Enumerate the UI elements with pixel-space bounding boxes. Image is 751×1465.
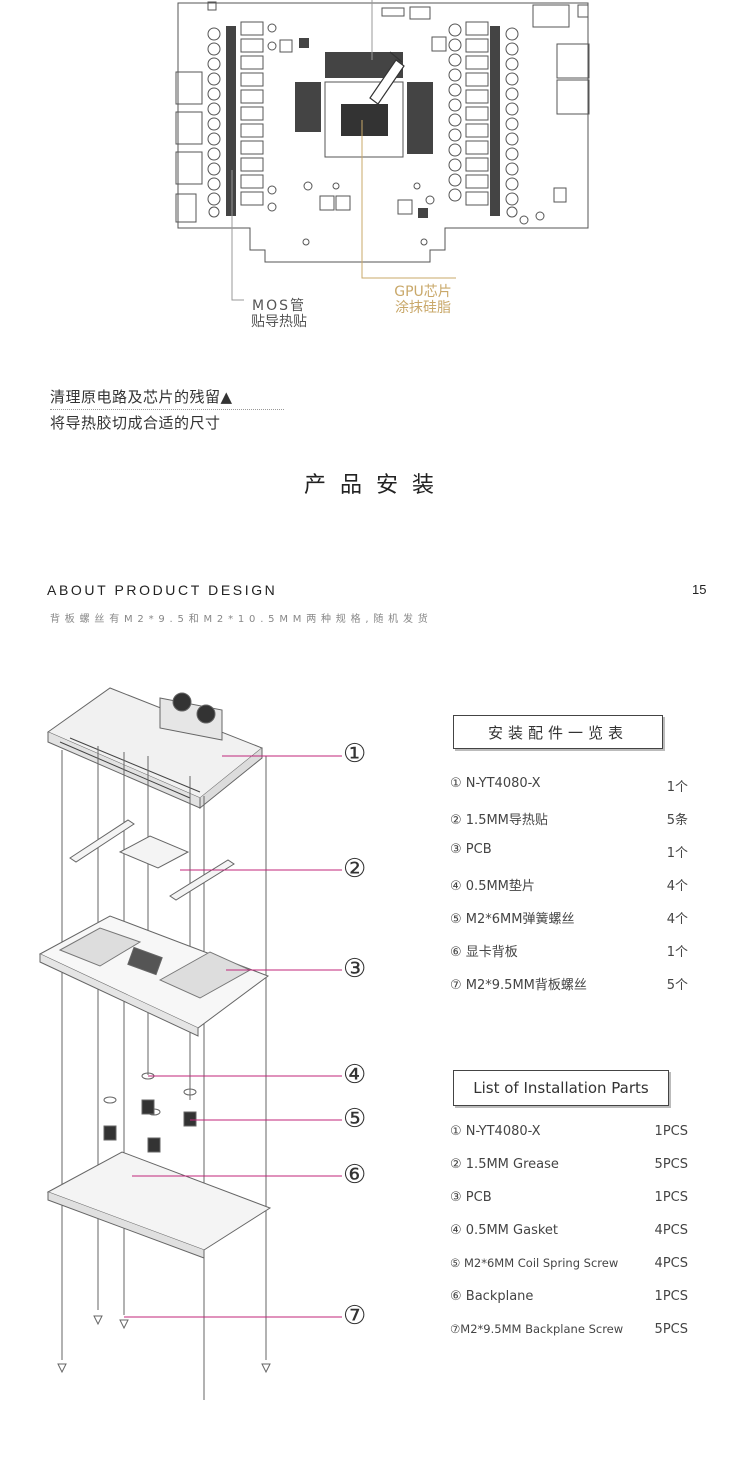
exploded-assembly-diagram	[38, 687, 342, 1400]
part-qty: 1PCS	[654, 1289, 688, 1304]
part-label: ⑦ M2*9.5MM背板螺丝	[450, 978, 587, 993]
callout-3: ③	[343, 954, 367, 984]
parts-cn-row: ⑤ M2*6MM弹簧螺丝 4个	[450, 908, 688, 927]
parts-en-row: ⑦M2*9.5MM Backplane Screw 5PCS	[450, 1322, 688, 1337]
part-label: ⑤ M2*6MM弹簧螺丝	[450, 912, 575, 927]
part-label: ② 1.5MM Grease	[450, 1157, 559, 1172]
parts-cn-row: ④ 0.5MM垫片 4个	[450, 875, 688, 894]
parts-en-row: ⑤ M2*6MM Coil Spring Screw 4PCS	[450, 1256, 688, 1271]
part-qty: 1PCS	[654, 1190, 688, 1205]
part-qty: 5PCS	[654, 1157, 688, 1172]
part-label: ① N-YT4080-X	[450, 776, 541, 791]
part-label: ⑤ M2*6MM Coil Spring Screw	[450, 1256, 619, 1270]
parts-en-title: List of Installation Parts	[453, 1070, 669, 1106]
part-label: ⑥ Backplane	[450, 1289, 534, 1304]
parts-cn-title: 安装配件一览表	[453, 715, 663, 749]
part-label: ③ PCB	[450, 842, 492, 857]
part-qty: 5PCS	[654, 1322, 688, 1337]
callout-5: ⑤	[343, 1104, 367, 1134]
part-qty: 1个	[666, 945, 688, 960]
gpu-label-line2: 涂抹硅脂	[395, 300, 451, 316]
header-subtitle: 背板螺丝有M2*9.5和M2*10.5MM两种规格,随机发货	[50, 614, 433, 625]
parts-cn-row: ② 1.5MM导热贴 5条	[450, 809, 688, 828]
part-label: ④ 0.5MM Gasket	[450, 1223, 558, 1238]
part-label: ② 1.5MM导热贴	[450, 813, 548, 828]
part-qty: 1个	[666, 846, 688, 861]
part-label: ① N-YT4080-X	[450, 1124, 541, 1139]
part-label: ⑦M2*9.5MM Backplane Screw	[450, 1322, 624, 1336]
mos-label: MOS管 贴导热贴	[244, 298, 314, 330]
gpu-label: GPU芯片 涂抹硅脂	[388, 284, 458, 316]
part-qty: 1PCS	[654, 1124, 688, 1139]
section-title: 产品安装	[304, 473, 449, 498]
parts-en-row: ③ PCB 1PCS	[450, 1190, 688, 1205]
part-qty: 5个	[666, 978, 688, 993]
part-label: ⑥ 显卡背板	[450, 945, 518, 960]
parts-en-row: ① N-YT4080-X 1PCS	[450, 1124, 688, 1139]
pcb-layout-diagram	[175, 0, 590, 301]
note-line-1: 清理原电路及芯片的残留▲	[50, 388, 233, 406]
gpu-label-line1: GPU芯片	[394, 284, 452, 300]
parts-cn-title-text: 安装配件一览表	[487, 723, 628, 742]
note-divider	[50, 409, 284, 410]
part-qty: 4PCS	[654, 1223, 688, 1238]
parts-cn-list: ① N-YT4080-X 1个 ② 1.5MM导热贴 5条 ③ PCB 1个 ④…	[450, 776, 688, 1006]
part-qty: 1个	[666, 780, 688, 795]
part-label: ④ 0.5MM垫片	[450, 879, 535, 894]
page-number: 15	[692, 582, 707, 597]
parts-cn-row: ① N-YT4080-X 1个	[450, 776, 688, 795]
callout-1: ①	[343, 739, 367, 769]
part-qty: 4个	[666, 879, 688, 894]
parts-en-row: ⑥ Backplane 1PCS	[450, 1289, 688, 1304]
parts-cn-row: ③ PCB 1个	[450, 842, 688, 861]
parts-cn-row: ⑦ M2*9.5MM背板螺丝 5个	[450, 974, 688, 993]
part-label: ③ PCB	[450, 1190, 492, 1205]
parts-en-row: ④ 0.5MM Gasket 4PCS	[450, 1223, 688, 1238]
mos-label-line2: 贴导热贴	[251, 314, 307, 330]
part-qty: 5条	[666, 813, 688, 828]
parts-en-list: ① N-YT4080-X 1PCS ② 1.5MM Grease 5PCS ③ …	[450, 1124, 688, 1354]
callout-7: ⑦	[343, 1301, 367, 1331]
parts-en-title-text: List of Installation Parts	[473, 1079, 649, 1097]
parts-en-row: ② 1.5MM Grease 5PCS	[450, 1157, 688, 1172]
callout-4: ④	[343, 1060, 367, 1090]
parts-cn-row: ⑥ 显卡背板 1个	[450, 941, 688, 960]
about-heading: ABOUT PRODUCT DESIGN	[47, 582, 278, 598]
callout-2: ②	[343, 854, 367, 884]
callout-6: ⑥	[343, 1160, 367, 1190]
note-line-2: 将导热胶切成合适的尺寸	[50, 414, 221, 432]
part-qty: 4个	[666, 912, 688, 927]
mos-label-line1: MOS管	[252, 298, 306, 314]
part-qty: 4PCS	[654, 1256, 688, 1271]
